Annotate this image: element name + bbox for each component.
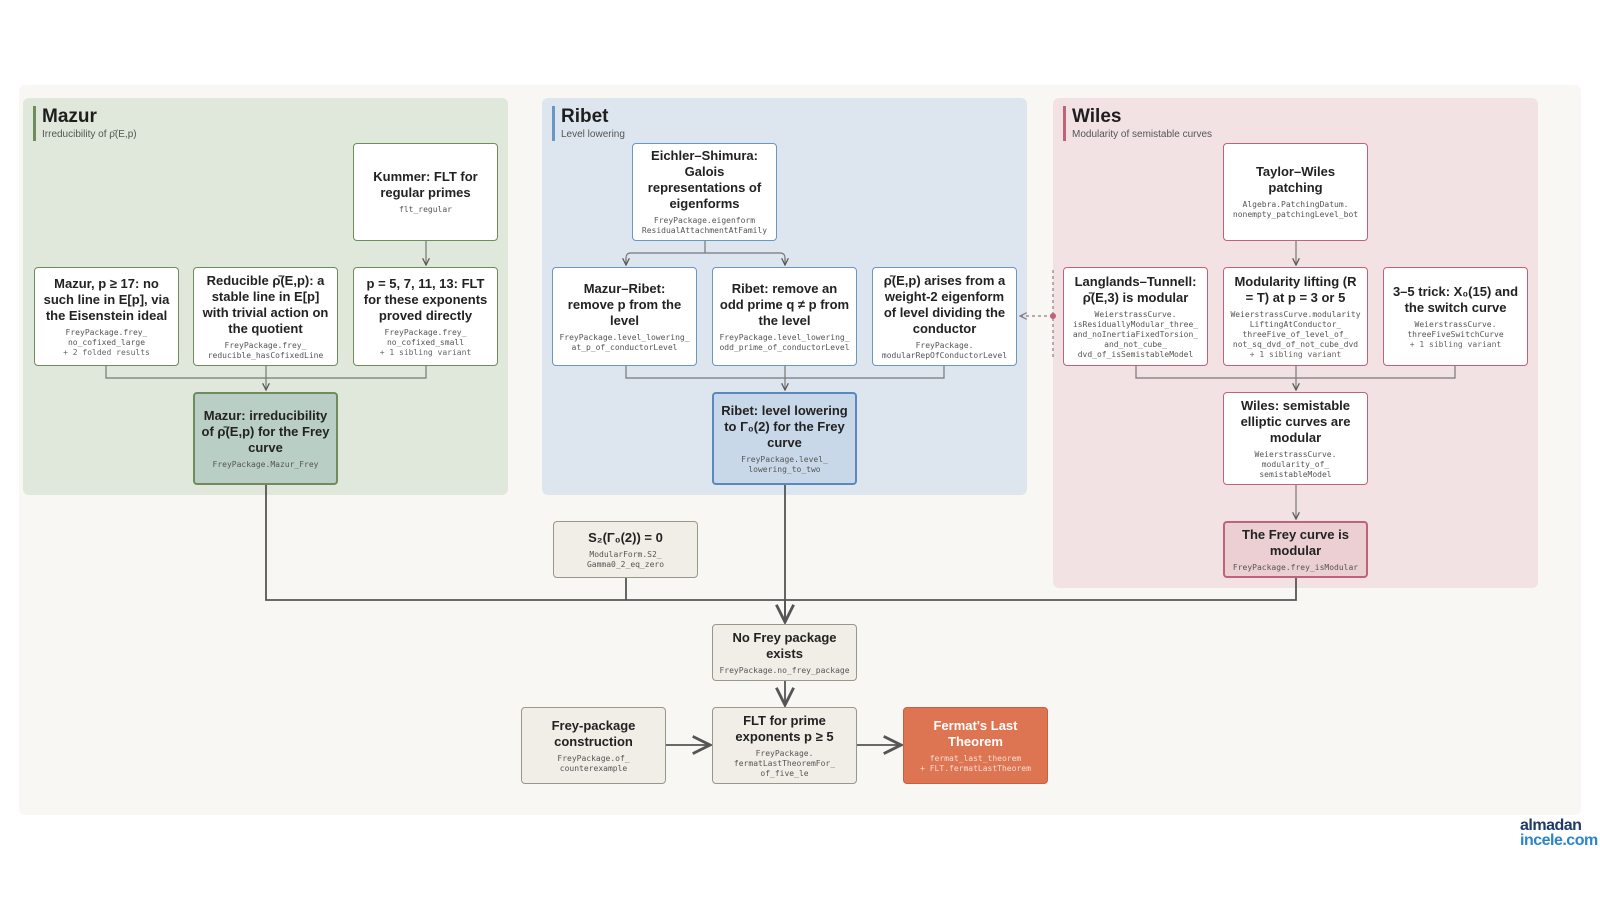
- node-code: FreyPackage. fermatLastTheoremFor_ of_fi…: [733, 748, 836, 778]
- logo-line2: incele.com: [1520, 832, 1598, 849]
- panel-title: Wiles: [1072, 106, 1122, 127]
- node-frey-modular[interactable]: The Frey curve is modular FreyPackage.fr…: [1223, 521, 1368, 578]
- node-flt[interactable]: Fermat's Last Theorem fermat_last_theore…: [903, 707, 1048, 784]
- node-code: FreyPackage.Mazur_Frey: [212, 459, 319, 469]
- node-extra: + 2 folded results: [63, 347, 150, 357]
- node-code: FreyPackage.level_lowering_ at_p_of_cond…: [559, 332, 690, 352]
- ribet-panel-title: Ribet Level lowering: [552, 106, 625, 141]
- node-code: WeierstrassCurve. isResiduallyModular_th…: [1072, 309, 1199, 359]
- node-flt-prime[interactable]: FLT for prime exponents p ≥ 5 FreyPackag…: [712, 707, 857, 784]
- node-label: Mazur: irreducibility of ρ̄(E,p) for the…: [201, 407, 330, 455]
- node-code: FreyPackage.level_lowering_ odd_prime_of…: [719, 332, 850, 352]
- node-label: Taylor–Wiles patching: [1255, 164, 1336, 195]
- node-code: ModularForm.S2_ Gamma0_2_eq_zero: [586, 549, 665, 569]
- node-reducible[interactable]: Reducible ρ̄(E,p): a stable line in E[p]…: [193, 267, 338, 366]
- node-label: 3–5 trick: X₀(15) and the switch curve: [1392, 283, 1519, 315]
- node-label: No Frey package exists: [732, 629, 837, 661]
- node-mazur-ribet[interactable]: Mazur–Ribet: remove p from the level Fre…: [552, 267, 697, 366]
- node-label: Mazur–Ribet: remove p from the level: [567, 280, 682, 328]
- node-frey-construction[interactable]: Frey-package construction FreyPackage.of…: [521, 707, 666, 784]
- logo-line1: almadan: [1520, 817, 1582, 834]
- node-code: FreyPackage.no_frey_package: [719, 665, 850, 675]
- node-label: Ribet: remove an odd prime q ≠ p from th…: [719, 280, 850, 328]
- node-eichler[interactable]: Eichler–Shimura: Galois representations …: [632, 143, 777, 241]
- node-mazur-main[interactable]: Mazur: irreducibility of ρ̄(E,p) for the…: [193, 392, 338, 485]
- panel-title: Mazur: [42, 106, 97, 127]
- mazur-panel-title: Mazur Irreducibility of ρ̄(E,p): [33, 106, 137, 141]
- panel-subtitle: Modularity of semistable curves: [1072, 129, 1213, 140]
- node-s2-zero[interactable]: S₂(Γ₀(2)) = 0 ModularForm.S2_ Gamma0_2_e…: [553, 521, 698, 578]
- node-code: FreyPackage.frey_ no_cofixed_large: [65, 327, 148, 347]
- node-code: WeierstrassCurve.modularity LiftingAtCon…: [1230, 309, 1361, 349]
- node-langlands[interactable]: Langlands–Tunnell: ρ̄(E,3) is modular We…: [1063, 267, 1208, 366]
- node-code: FreyPackage.eigenform ResidualAttachment…: [641, 216, 768, 235]
- node-mazur-p17[interactable]: Mazur, p ≥ 17: no such line in E[p], via…: [34, 267, 179, 366]
- node-code: FreyPackage.frey_isModular: [1232, 562, 1359, 572]
- node-kummer[interactable]: Kummer: FLT for regular primes flt_regul…: [353, 143, 498, 241]
- panel-subtitle: Level lowering: [561, 129, 625, 140]
- node-code: FreyPackage.level_ lowering_to_two: [741, 454, 828, 474]
- node-label: Eichler–Shimura: Galois representations …: [647, 148, 762, 211]
- node-label: p = 5, 7, 11, 13: FLT for these exponent…: [363, 275, 488, 323]
- node-label: Langlands–Tunnell: ρ̄(E,3) is modular: [1074, 273, 1197, 305]
- node-ribet-main[interactable]: Ribet: level lowering to Γ₀(2) for the F…: [712, 392, 857, 485]
- node-code: FreyPackage.frey_ reducible_hasCofixedLi…: [207, 340, 324, 360]
- node-label: Wiles: semistable elliptic curves are mo…: [1240, 397, 1351, 445]
- node-label: Mazur, p ≥ 17: no such line in E[p], via…: [43, 275, 170, 323]
- panel-subtitle: Irreducibility of ρ̄(E,p): [42, 129, 137, 140]
- node-label: Reducible ρ̄(E,p): a stable line in E[p]…: [202, 272, 329, 336]
- node-label: Frey-package construction: [551, 717, 636, 749]
- node-code: FreyPackage.frey_ no_cofixed_small: [384, 327, 467, 347]
- node-label: Modularity lifting (R = T) at p = 3 or 5: [1234, 273, 1357, 305]
- node-wiles-main[interactable]: Wiles: semistable elliptic curves are mo…: [1223, 392, 1368, 485]
- node-code: FreyPackage.of_ counterexample: [557, 753, 630, 773]
- node-label: ρ̄(E,p) arises from a weight-2 eigenform…: [883, 272, 1006, 336]
- node-label: Kummer: FLT for regular primes: [373, 169, 478, 200]
- site-logo: almadan incele.com: [1520, 817, 1598, 849]
- node-weight2[interactable]: ρ̄(E,p) arises from a weight-2 eigenform…: [872, 267, 1017, 366]
- node-code: WeierstrassCurve. threeFiveSwitchCurve: [1407, 319, 1504, 339]
- node-code: Algebra.PatchingDatum. nonempty_patching…: [1232, 200, 1359, 219]
- node-label: FLT for prime exponents p ≥ 5: [735, 712, 834, 744]
- node-label: S₂(Γ₀(2)) = 0: [588, 529, 663, 545]
- node-label: Ribet: level lowering to Γ₀(2) for the F…: [721, 402, 848, 450]
- node-extra: + 1 sibling variant: [379, 347, 472, 357]
- node-no-frey[interactable]: No Frey package exists FreyPackage.no_fr…: [712, 624, 857, 681]
- panel-title: Ribet: [561, 106, 609, 127]
- node-code: flt_regular: [399, 205, 452, 214]
- wiles-panel-title: Wiles Modularity of semistable curves: [1063, 106, 1212, 141]
- node-small-primes[interactable]: p = 5, 7, 11, 13: FLT for these exponent…: [353, 267, 498, 366]
- node-extra: + 1 sibling variant: [1249, 349, 1342, 359]
- node-code: fermat_last_theorem + FLT.fermatLastTheo…: [920, 753, 1031, 773]
- node-extra: + 1 sibling variant: [1409, 339, 1502, 349]
- node-mod-lifting[interactable]: Modularity lifting (R = T) at p = 3 or 5…: [1223, 267, 1368, 366]
- node-label: The Frey curve is modular: [1242, 526, 1349, 558]
- node-code: FreyPackage. modularRepOfConductorLevel: [881, 340, 1008, 360]
- node-ribet-remove[interactable]: Ribet: remove an odd prime q ≠ p from th…: [712, 267, 857, 366]
- node-taylor-wiles[interactable]: Taylor–Wiles patching Algebra.PatchingDa…: [1223, 143, 1368, 241]
- node-code: WeierstrassCurve. modularity_of_ semista…: [1254, 449, 1337, 479]
- node-three-five[interactable]: 3–5 trick: X₀(15) and the switch curve W…: [1383, 267, 1528, 366]
- node-label: Fermat's Last Theorem: [933, 717, 1018, 749]
